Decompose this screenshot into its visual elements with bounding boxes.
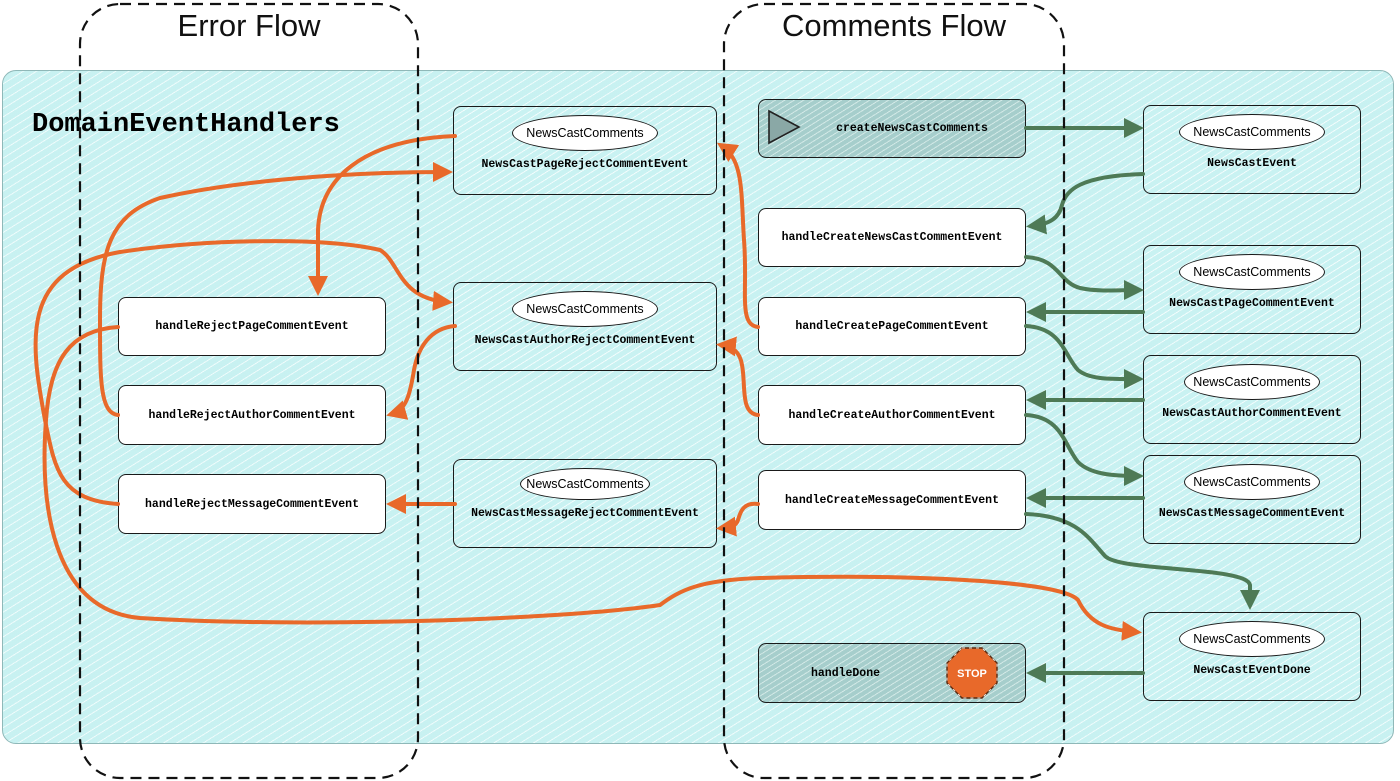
edge-author-reject-to-reject-author [386,324,457,420]
event-ellipse: NewsCastComments [1179,254,1325,290]
event-author-reject[interactable]: NewsCastComments NewsCastAuthorRejectCom… [453,282,717,371]
edge-create-page-to-author-comment [1024,324,1144,390]
handler-create-page-comment[interactable]: handleCreatePageCommentEvent [758,297,1026,356]
event-page-comment[interactable]: NewsCastComments NewsCastPageCommentEven… [1143,245,1361,334]
handler-create-newscast-comment[interactable]: handleCreateNewsCastCommentEvent [758,208,1026,267]
edge-create-message-to-message-reject [716,501,760,537]
edge-create-author-to-message-comment [1024,413,1144,486]
error-flow-title: Error Flow [177,8,321,43]
edge-create-author-to-author-reject [716,336,760,417]
stop-octagon-icon: STOP [946,647,998,699]
event-message-comment[interactable]: NewsCastComments NewsCastMessageCommentE… [1143,455,1361,544]
create-comments-label: createNewsCastComments [836,122,988,135]
event-author-comment[interactable]: NewsCastComments NewsCastAuthorCommentEv… [1143,355,1361,444]
comments-flow-group [722,2,1066,780]
edge-create-page-to-page-reject [716,142,760,329]
event-ellipse: NewsCastComments [1179,621,1325,657]
event-page-reject[interactable]: NewsCastComments NewsCastPageRejectComme… [453,106,717,195]
play-triangle-icon [768,109,801,145]
edge-newscast-to-create-newscast [1026,172,1145,235]
stop-badge-text: STOP [957,668,987,680]
event-label: NewsCastPageRejectCommentEvent [481,158,689,171]
event-ellipse: NewsCastComments [1184,364,1320,400]
event-label: NewsCastEvent [1207,157,1297,170]
edge-page-reject-to-reject-page [308,134,457,296]
event-newscast[interactable]: NewsCastComments NewsCastEvent [1143,105,1361,194]
error-flow-group [78,2,420,780]
handler-create-author-comment[interactable]: handleCreateAuthorCommentEvent [758,385,1026,445]
done-label: handleDone [811,666,881,680]
event-label: NewsCastAuthorCommentEvent [1162,407,1342,420]
panel-title: DomainEventHandlers [32,110,340,140]
edge-reject-page-to-page-reject [42,325,1142,641]
handler-reject-message[interactable]: handleRejectMessageCommentEvent [118,474,386,534]
edge-create-newscast-to-page-comment [1024,255,1144,301]
event-label: NewsCastAuthorRejectCommentEvent [474,334,696,347]
edge-reject-author-to-page-reject [98,162,453,417]
edge-create-message-to-done-event [1024,512,1260,610]
event-ellipse: NewsCastComments [512,291,658,327]
event-ellipse: NewsCastComments [1179,114,1325,150]
event-ellipse: NewsCastComments [512,115,658,151]
comments-flow-title: Comments Flow [782,8,1006,43]
handler-reject-author[interactable]: handleRejectAuthorCommentEvent [118,385,386,445]
handler-create-message-comment[interactable]: handleCreateMessageCommentEvent [758,470,1026,530]
event-label: NewsCastPageCommentEvent [1169,297,1335,310]
event-done[interactable]: NewsCastComments NewsCastEventDone [1143,612,1361,701]
handler-reject-page[interactable]: handleRejectPageCommentEvent [118,297,386,356]
event-label: NewsCastMessageRejectCommentEvent [471,507,699,520]
event-label: NewsCastEventDone [1193,664,1311,677]
event-label: NewsCastMessageCommentEvent [1158,507,1346,520]
handler-create-newscast-comments[interactable]: createNewsCastComments [758,99,1026,158]
event-ellipse: NewsCastComments [520,468,650,500]
event-ellipse: NewsCastComments [1184,464,1320,500]
event-message-reject[interactable]: NewsCastComments NewsCastMessageRejectCo… [453,459,717,548]
edge-reject-message-to-author-reject [33,239,453,506]
